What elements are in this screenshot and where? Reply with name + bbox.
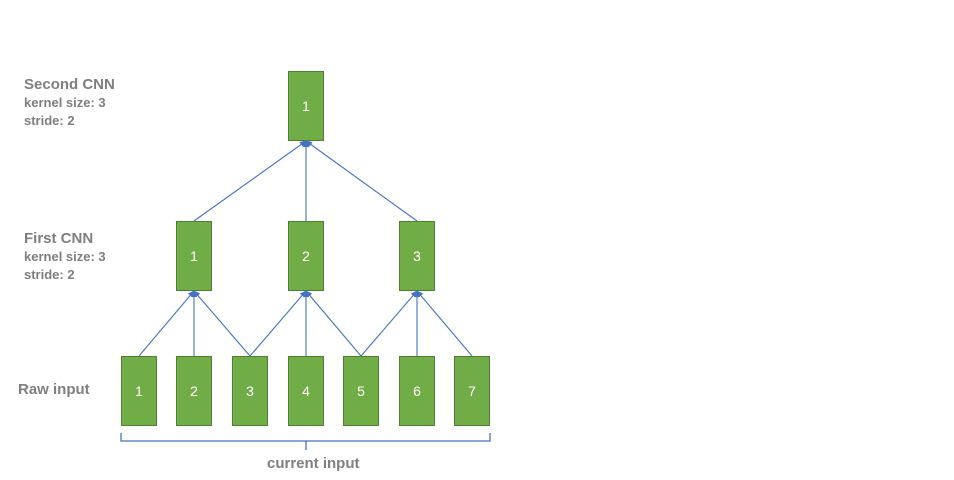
first-cnn-label: First CNN kernel size: 3 stride: 2 <box>24 229 106 284</box>
connection-arrow <box>193 290 251 357</box>
second-cnn-title: Second CNN <box>24 76 115 93</box>
current-input-brace <box>120 433 491 450</box>
second-cnn-label: Second CNN kernel size: 3 stride: 2 <box>24 75 115 130</box>
raw-input-node: 7 <box>454 356 490 426</box>
raw-input-node: 5 <box>343 356 379 426</box>
first-cnn-title: First CNN <box>24 230 94 247</box>
first-cnn-node: 2 <box>288 221 324 291</box>
connection-arrow <box>305 140 418 222</box>
connection-arrow <box>138 290 195 357</box>
first-cnn-kernel: kernel size: 3 <box>24 249 106 264</box>
connection-arrow <box>416 290 473 357</box>
first-cnn-node: 1 <box>176 221 212 291</box>
raw-input-node: 3 <box>232 356 268 426</box>
connection-arrows <box>138 140 473 357</box>
current-input-label: current input <box>267 455 360 472</box>
first-cnn-node: 3 <box>399 221 435 291</box>
raw-input-node: 4 <box>288 356 324 426</box>
second-cnn-stride: stride: 2 <box>24 113 75 128</box>
second-cnn-node: 1 <box>288 71 324 141</box>
raw-input-title: Raw input <box>18 381 90 398</box>
connection-arrow <box>305 290 362 357</box>
connection-arrow <box>360 290 418 357</box>
connection-arrow <box>193 140 307 222</box>
first-cnn-stride: stride: 2 <box>24 267 75 282</box>
raw-input-node: 2 <box>176 356 212 426</box>
raw-input-label: Raw input <box>18 380 90 399</box>
raw-input-node: 1 <box>121 356 157 426</box>
raw-input-node: 6 <box>399 356 435 426</box>
second-cnn-kernel: kernel size: 3 <box>24 95 106 110</box>
connection-arrow <box>249 290 307 357</box>
